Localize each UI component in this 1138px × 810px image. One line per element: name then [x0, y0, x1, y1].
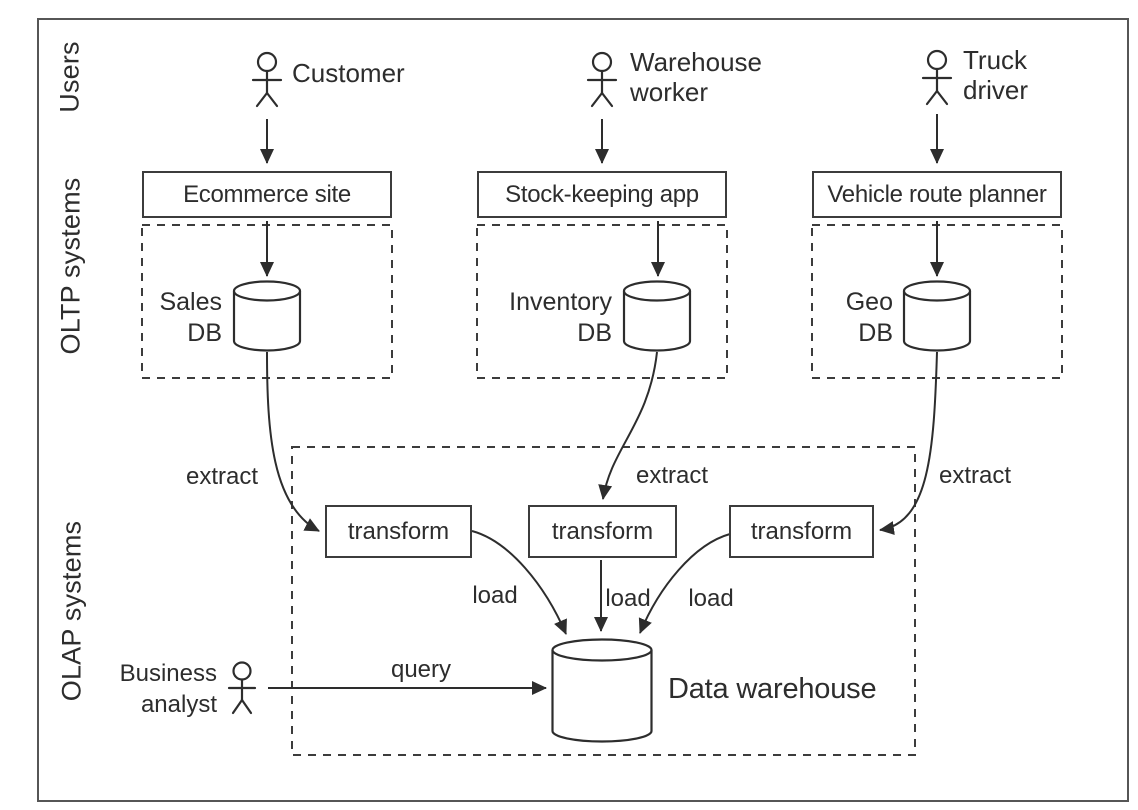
- truck-driver-label-line1: Truck: [963, 45, 1028, 75]
- transform-box-1: transform: [325, 505, 472, 558]
- load-label-2: load: [605, 585, 651, 612]
- row-label-olap: OLAP systems: [56, 520, 87, 702]
- inventory-db-label-line2: DB: [577, 319, 612, 347]
- data-warehouse-label: Data warehouse: [668, 673, 877, 705]
- truck-driver-label-line2: driver: [963, 75, 1029, 105]
- sales-db-label-line2: DB: [187, 319, 222, 347]
- warehouse-worker-label: Warehouse worker: [630, 47, 762, 107]
- geo-db-cylinder: [902, 280, 972, 352]
- geo-db-label: Geo DB: [800, 287, 893, 349]
- load-arrow-3: [638, 533, 731, 634]
- vehicle-route-planner-box: Vehicle route planner: [812, 171, 1062, 218]
- extract-label-1: extract: [185, 463, 259, 490]
- extract-arrow-3: [879, 351, 938, 535]
- load-arrow-1: [471, 530, 567, 635]
- warehouse-worker-label-line2: worker: [630, 77, 709, 107]
- customer-label: Customer: [292, 58, 405, 88]
- warehouse-worker-figure-icon: [586, 51, 618, 108]
- extract-arrow-2: [598, 351, 658, 500]
- business-analyst-label-line2: analyst: [140, 691, 217, 718]
- geo-db-label-line2: DB: [858, 319, 893, 347]
- extract-label-2: extract: [635, 462, 709, 489]
- business-analyst-label-line1: Business: [119, 660, 217, 687]
- sales-db-label-line1: Sales: [159, 288, 222, 316]
- load-label-3: load: [688, 585, 734, 612]
- ecommerce-site-box: Ecommerce site: [142, 171, 392, 218]
- load-label-1: load: [472, 582, 518, 609]
- sales-db-cylinder: [232, 280, 302, 352]
- inventory-db-cylinder: [622, 280, 692, 352]
- row-label-users: Users: [54, 41, 85, 113]
- query-label: query: [390, 656, 452, 683]
- inventory-db-label: Inventory DB: [480, 287, 612, 349]
- oltp-region-inventory: [476, 224, 728, 379]
- warehouse-worker-label-line1: Warehouse: [630, 47, 762, 77]
- transform-box-2: transform: [528, 505, 677, 558]
- inventory-db-label-line1: Inventory: [509, 288, 612, 316]
- stock-keeping-app-box: Stock-keeping app: [477, 171, 727, 218]
- extract-arrow-1: [266, 351, 320, 532]
- truck-driver-figure-icon: [921, 49, 953, 106]
- sales-db-label: Sales DB: [140, 287, 222, 349]
- row-label-oltp: OLTP systems: [55, 177, 86, 355]
- transform-box-3: transform: [729, 505, 874, 558]
- truck-driver-label: Truck driver: [963, 45, 1028, 105]
- data-warehouse-cylinder: [551, 638, 653, 743]
- business-analyst-label: Business analyst: [105, 658, 217, 720]
- geo-db-label-line1: Geo: [845, 288, 893, 316]
- extract-label-3: extract: [938, 462, 1012, 489]
- customer-figure-icon: [251, 51, 283, 108]
- business-analyst-figure-icon: [227, 661, 257, 715]
